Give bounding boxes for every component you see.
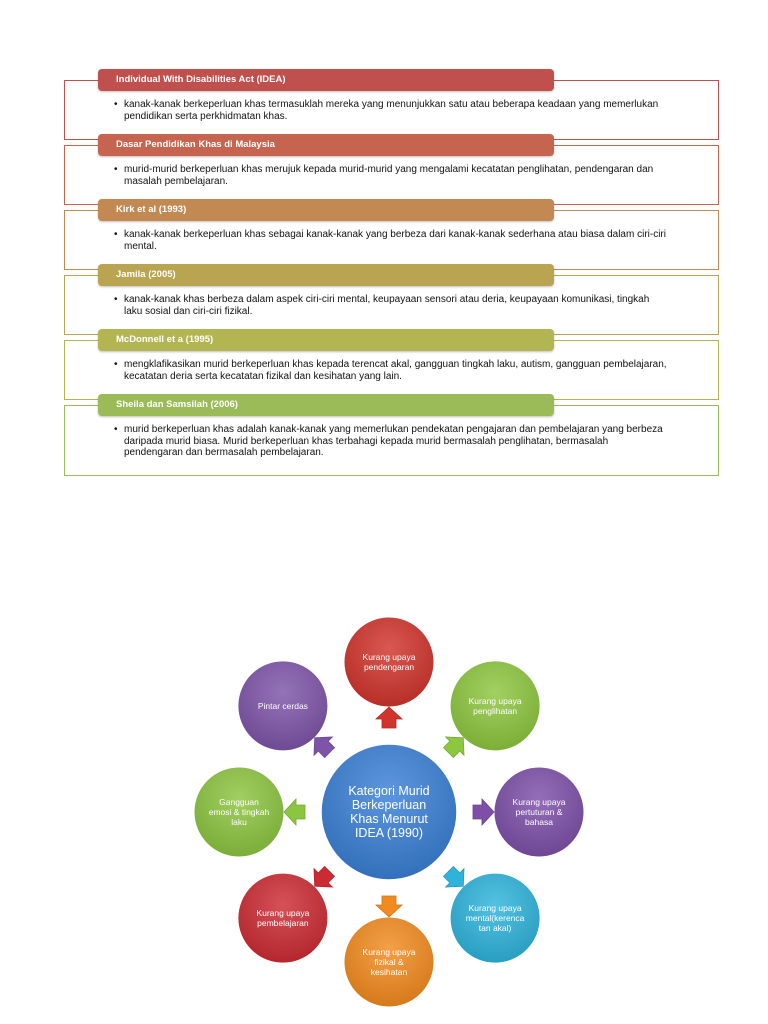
definition-block: Dasar Pendidikan Khas di Malaysia murid-m…	[64, 134, 719, 205]
category-label: Kurang upaya pembelajaran	[256, 908, 310, 929]
category-circle	[449, 872, 541, 964]
category-label: Pintar cerdas	[257, 700, 308, 711]
definition-text: kanak-kanak khas berbeza dalam aspek cir…	[114, 294, 669, 317]
category-circle	[237, 660, 329, 752]
category-label: Kurang upaya penglihatan	[468, 695, 522, 716]
category-circle	[449, 660, 541, 752]
category-label: Kurang upaya pertuturan & bahasa	[512, 797, 566, 827]
definition-text: murid-murid berkeperluan khas merujuk ke…	[114, 164, 669, 187]
definition-text: kanak-kanak berkeperluan khas sebagai ka…	[114, 229, 669, 252]
definition-text: murid berkeperluan khas adalah kanak-kan…	[114, 424, 669, 459]
arrow-icon	[283, 797, 306, 827]
definition-title: Kirk et al (1993)	[98, 199, 554, 221]
category-circle	[237, 872, 329, 964]
definition-block: Individual With Disabilities Act (IDEA) k…	[64, 69, 719, 140]
arrow-icon	[374, 706, 404, 729]
category-label: Kurang upaya pendengaran	[362, 652, 416, 672]
definition-block: Kirk et al (1993) kanak-kanak berkeperlua…	[64, 199, 719, 270]
arrow-icon	[374, 895, 404, 918]
diagram-canvas	[193, 616, 585, 1008]
definition-title: Sheila dan Samsilah (2006)	[98, 394, 554, 416]
arrow-icon	[442, 865, 465, 888]
arrow-icon	[313, 865, 336, 888]
category-label: Kurang upaya fizikal & kesihatan	[362, 947, 416, 977]
arrow-icon	[313, 736, 336, 759]
definition-block: Sheila dan Samsilah (2006) murid berkeper…	[64, 394, 719, 476]
definition-text: mengklafikasikan murid berkeperluan khas…	[114, 359, 669, 382]
center-circle	[320, 743, 458, 881]
category-label: Kurang upaya mental(kerenca tan akal)	[465, 903, 525, 934]
definition-title: Jamila (2005)	[98, 264, 554, 286]
center-label: Kategori Murid Berkeperluan Khas Menurut…	[348, 784, 430, 840]
definition-title: Individual With Disabilities Act (IDEA)	[98, 69, 554, 91]
arrow-icon	[442, 736, 465, 759]
definition-block: McDonnell et a (1995) mengklafikasikan mu…	[64, 329, 719, 400]
definition-title: Dasar Pendidikan Khas di Malaysia	[98, 134, 554, 156]
arrow-icon	[472, 797, 495, 827]
category-label: Gangguan emosi & tingkah laku	[208, 797, 270, 827]
definition-title: McDonnell et a (1995)	[98, 329, 554, 351]
definition-text: kanak-kanak berkeperluan khas termasukla…	[114, 99, 669, 122]
definition-block: Jamila (2005) kanak-kanak khas berbeza da…	[64, 264, 719, 335]
